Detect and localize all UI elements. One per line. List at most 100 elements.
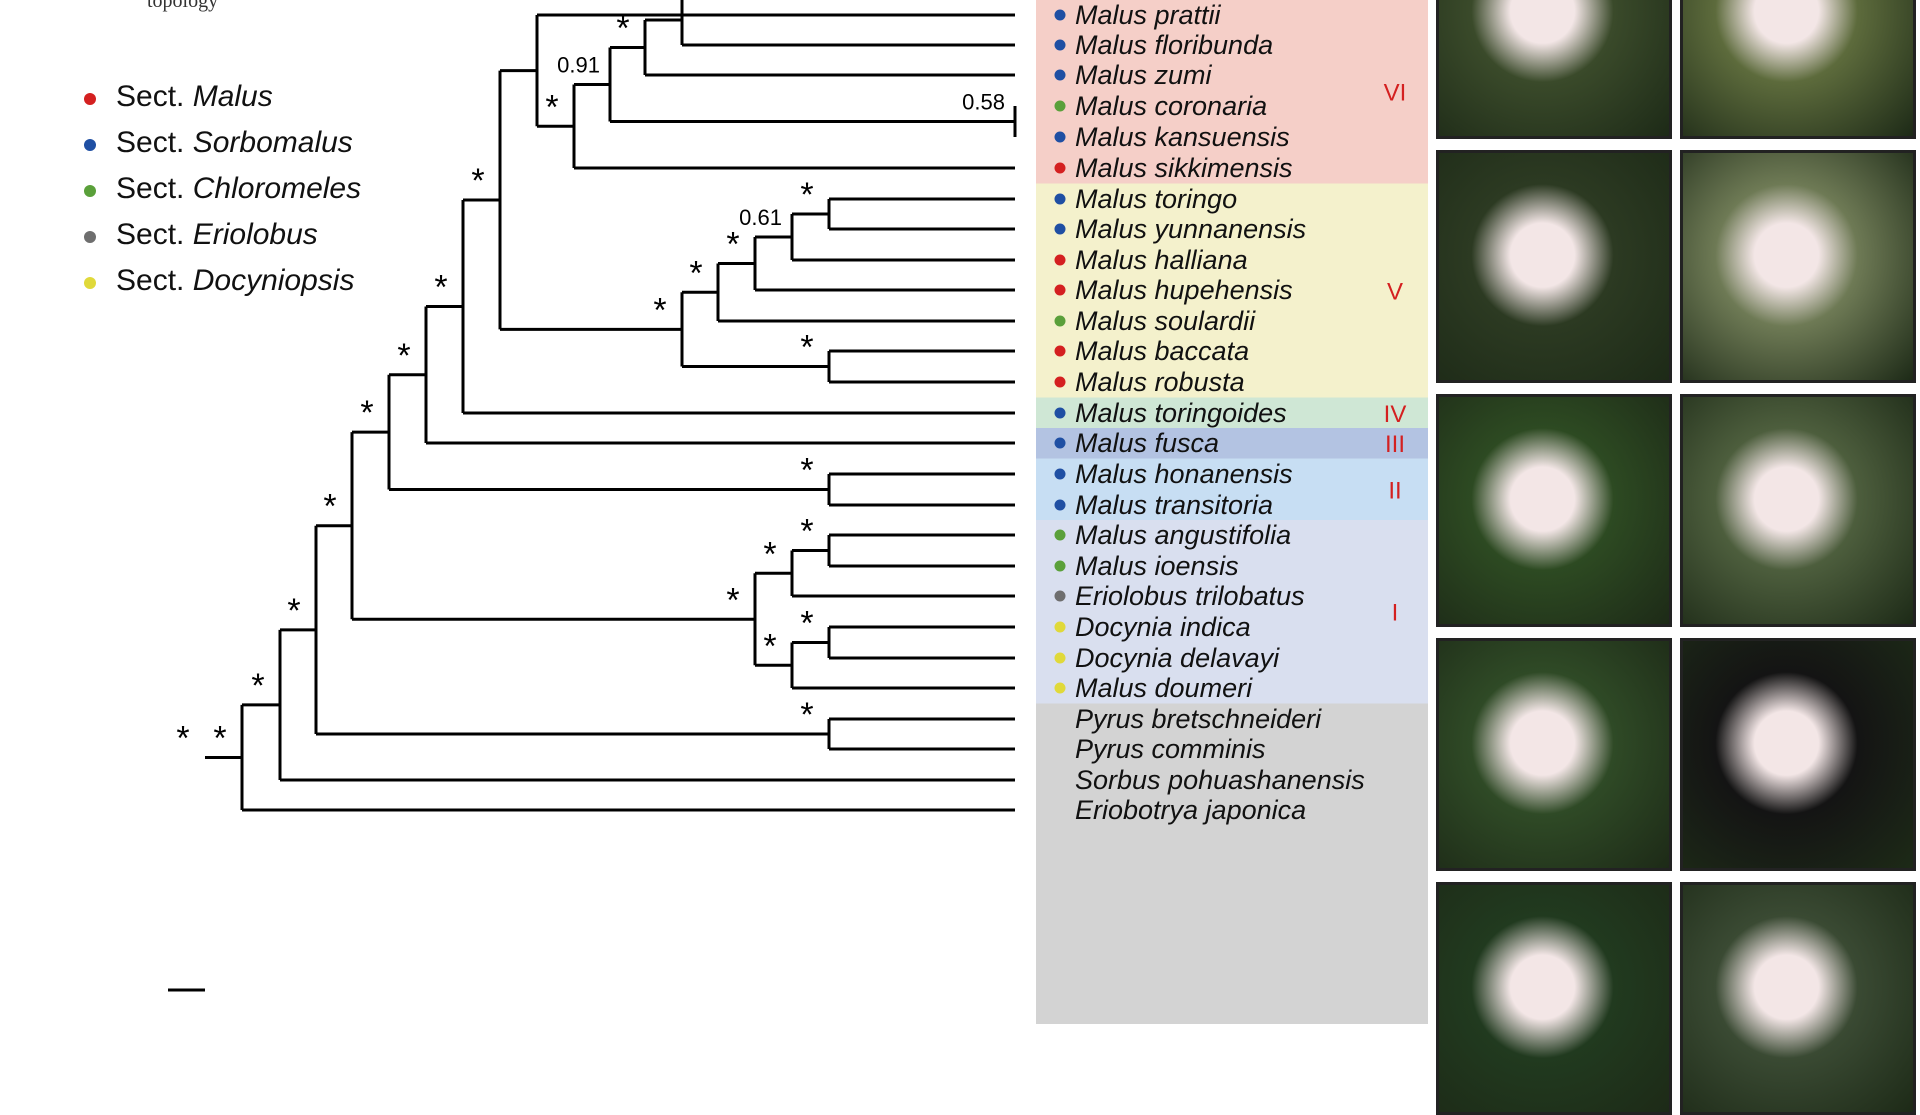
- taxon-label: Malus ioensis: [1075, 551, 1239, 581]
- clade-numeral: II: [1388, 478, 1401, 505]
- support-value: *: [545, 88, 558, 126]
- species-photo: [1680, 0, 1916, 139]
- taxon-label: Malus honanensis: [1075, 459, 1293, 489]
- support-value: *: [616, 10, 629, 48]
- clade-band: [1036, 397, 1428, 428]
- support-value: *: [800, 176, 813, 214]
- species-photo: [1680, 638, 1916, 871]
- tip-dot: [1054, 499, 1066, 511]
- clade-band: [1036, 703, 1428, 1024]
- taxon-label: Malus sikkimensis: [1075, 153, 1293, 183]
- tip-dot: [1054, 39, 1066, 51]
- support-value: *: [323, 488, 336, 526]
- support-value: *: [397, 337, 410, 375]
- taxon-label: Malus kansuensis: [1075, 122, 1290, 152]
- legend-dot-eriolobus: [84, 231, 96, 243]
- tip-dot: [1054, 223, 1066, 235]
- support-value: *: [213, 719, 226, 757]
- taxon-label: Malus coronaria: [1075, 91, 1267, 121]
- taxon-label: Docynia delavayi: [1075, 643, 1280, 673]
- legend-dot-docyniopsis: [84, 277, 96, 289]
- support-value: *: [800, 696, 813, 734]
- support-values: *0.580.91**0.61********************: [176, 10, 1005, 758]
- legend-dot-malus: [84, 93, 96, 105]
- taxon-label: Malus angustifolia: [1075, 520, 1291, 550]
- support-value: *: [800, 452, 813, 490]
- taxon-label: Malus zumi: [1075, 60, 1213, 90]
- species-photo: [1436, 150, 1672, 383]
- tip-dot: [1054, 560, 1066, 572]
- tree-branches: [168, 0, 1017, 992]
- tip-dot: [1054, 590, 1066, 602]
- clade-numeral: IV: [1384, 401, 1407, 428]
- support-value: *: [800, 513, 813, 551]
- support-value: 0.61: [739, 205, 782, 230]
- tip-dot: [1054, 9, 1066, 21]
- legend-section-name: Sorbomalus: [192, 126, 353, 159]
- support-value: *: [689, 254, 702, 292]
- species-photo: [1680, 150, 1916, 383]
- clade-band: [1036, 0, 1428, 184]
- legend-section-name: Malus: [192, 80, 273, 113]
- legend-prefix: Sect.: [116, 126, 185, 159]
- clade-band: [1036, 428, 1428, 459]
- tip-dot: [1054, 284, 1066, 296]
- support-value: *: [434, 269, 447, 307]
- tip-dot: [1054, 437, 1066, 449]
- taxon-label: Malus toringo: [1075, 184, 1237, 214]
- taxon-label: Sorbus pohuashanensis: [1075, 765, 1365, 795]
- taxon-label: Docynia indica: [1075, 612, 1251, 642]
- taxon-label: Pyrus bretschneideri: [1075, 704, 1322, 734]
- legend-prefix: Sect.: [116, 264, 185, 297]
- clade-band: [1036, 458, 1428, 520]
- clade-numeral: III: [1385, 431, 1405, 458]
- taxon-label: Eriobotrya japonica: [1075, 795, 1306, 825]
- species-photo: [1436, 0, 1672, 139]
- tip-dot: [1054, 529, 1066, 541]
- taxon-label: Malus hupehensis: [1075, 275, 1293, 305]
- species-photo: [1680, 882, 1916, 1115]
- tip-dot: [1054, 345, 1066, 357]
- taxon-label: Malus yunnanensis: [1075, 214, 1306, 244]
- clade-numeral: V: [1387, 279, 1403, 306]
- legend-dot-sorbomalus: [84, 139, 96, 151]
- taxon-label: Malus soulardii: [1075, 306, 1256, 336]
- tip-dot: [1054, 315, 1066, 327]
- taxon-label: Pyrus comminis: [1075, 734, 1266, 764]
- tip-dot: [1054, 69, 1066, 81]
- legend-dot-chloromeles: [84, 185, 96, 197]
- support-value: *: [763, 627, 776, 665]
- support-value: 0.58: [962, 90, 1005, 115]
- clade-band: [1036, 183, 1428, 398]
- support-value: *: [360, 394, 373, 432]
- tip-dot: [1054, 621, 1066, 633]
- support-value: *: [653, 291, 666, 329]
- clade-numeral: VI: [1384, 80, 1407, 107]
- taxon-label: Eriolobus trilobatus: [1075, 581, 1305, 611]
- support-value: *: [176, 719, 189, 757]
- support-value: *: [726, 226, 739, 264]
- tip-dot: [1054, 376, 1066, 388]
- tip-dot: [1054, 652, 1066, 664]
- species-photo: [1436, 638, 1672, 871]
- tip-dot: [1054, 682, 1066, 694]
- topology-label: topology: [147, 0, 219, 12]
- legend-section-name: Docyniopsis: [192, 264, 355, 297]
- tip-dot: [1054, 468, 1066, 480]
- taxon-label: Malus robusta: [1075, 367, 1245, 397]
- taxon-label: Malus toringoides: [1075, 398, 1287, 428]
- taxon-label: Malus baccata: [1075, 336, 1249, 366]
- tip-dot: [1054, 100, 1066, 112]
- species-photo: [1680, 394, 1916, 627]
- clade-band: [1036, 520, 1428, 704]
- species-photo-grid: [1436, 0, 1920, 1115]
- support-value: *: [800, 605, 813, 643]
- legend-prefix: Sect.: [116, 172, 185, 205]
- support-value: 0.91: [557, 53, 600, 78]
- support-value: *: [251, 667, 264, 705]
- taxon-label: Malus prattii: [1075, 0, 1222, 30]
- taxon-label: Malus floribunda: [1075, 30, 1273, 60]
